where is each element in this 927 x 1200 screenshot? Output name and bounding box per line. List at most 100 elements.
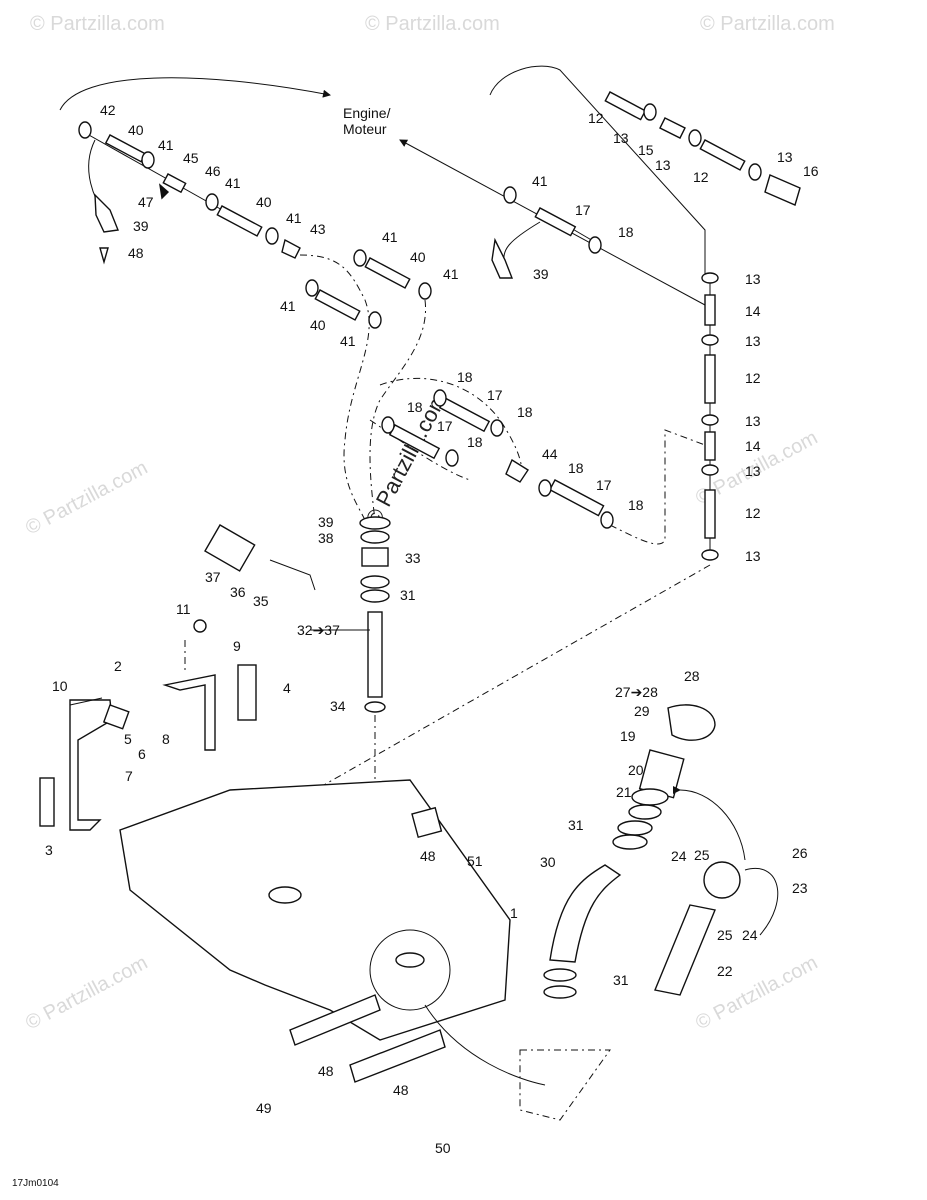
engine-label: Engine/ Moteur	[343, 105, 391, 137]
callout-c13d: 13	[745, 271, 761, 287]
callout-c8: 8	[162, 731, 170, 747]
callout-c29: 29	[634, 703, 650, 719]
callout-c2: 2	[114, 658, 122, 674]
callout-c41a: 41	[158, 137, 174, 153]
watermark-text: © Partzilla.com	[365, 13, 500, 35]
callout-c41c: 41	[286, 210, 302, 226]
callout-c50: 50	[435, 1140, 451, 1156]
callout-c20: 20	[628, 762, 644, 778]
callout-c17d: 17	[596, 477, 612, 493]
tank-pickup-port	[268, 886, 302, 904]
callout-c24a: 24	[671, 848, 687, 864]
callout-c41d: 41	[382, 229, 398, 245]
callout-c51: 51	[467, 853, 483, 869]
callout-c6: 6	[138, 746, 146, 762]
callout-c48b: 48	[420, 848, 436, 864]
callout-c36: 36	[230, 584, 246, 600]
callout-c13c: 13	[777, 149, 793, 165]
callout-c41f: 41	[280, 298, 296, 314]
fuel-pickup-assembly	[204, 516, 391, 713]
callout-c40b: 40	[256, 194, 272, 210]
callout-c39b: 39	[533, 266, 549, 282]
right-vent-line	[701, 272, 719, 561]
callout-c37a: 37	[205, 569, 221, 585]
callout-c22: 22	[717, 963, 733, 979]
callout-c16: 16	[803, 163, 819, 179]
callout-c24b: 24	[742, 927, 758, 943]
callout-c5: 5	[124, 731, 132, 747]
watermark-text: © Partzilla.com	[30, 13, 165, 35]
callout-c33: 33	[405, 550, 421, 566]
callout-c25b: 25	[717, 927, 733, 943]
callout-c13e: 13	[745, 333, 761, 349]
callout-c2728: 27➔28	[615, 684, 658, 700]
return-hose-line	[489, 65, 706, 280]
callout-c41b: 41	[225, 175, 241, 191]
callout-c13a: 13	[613, 130, 629, 146]
callout-c18a: 18	[618, 224, 634, 240]
callout-c23: 23	[792, 880, 808, 896]
callout-c40a: 40	[128, 122, 144, 138]
callout-c19: 19	[620, 728, 636, 744]
vent-route-d	[369, 419, 471, 481]
callout-c9: 9	[233, 638, 241, 654]
callout-c17a: 17	[575, 202, 591, 218]
left-vent-harness	[78, 121, 432, 329]
callout-c39c: 39	[318, 514, 334, 530]
callout-c11: 11	[176, 601, 191, 617]
callout-c40d: 40	[310, 317, 326, 333]
callout-c10: 10	[52, 678, 68, 694]
callout-c21: 21	[616, 784, 632, 800]
callout-c40c: 40	[410, 249, 426, 265]
detail-outline	[519, 1049, 611, 1121]
callout-c45: 45	[183, 150, 199, 166]
callout-c14a: 14	[745, 303, 761, 319]
top-right-vent	[491, 91, 801, 279]
callout-c17b: 17	[487, 387, 503, 403]
diagram-code: 17Jm0104	[12, 1178, 59, 1189]
tank-pads	[289, 806, 446, 1083]
callout-c35: 35	[253, 593, 269, 609]
callout-c12a: 12	[588, 110, 604, 126]
callout-c30: 30	[540, 854, 556, 870]
callout-c34: 34	[330, 698, 346, 714]
tank-fill-detail-circle	[369, 929, 451, 1011]
callout-c41g: 41	[340, 333, 356, 349]
vent-route-a	[299, 254, 370, 521]
watermark-text: © Partzilla.com	[22, 457, 151, 540]
callout-c31a: 31	[400, 587, 416, 603]
callout-c18b: 18	[457, 369, 473, 385]
callout-labels: 4240414546474140414339484140414140414117…	[45, 102, 819, 1156]
engine-label-line1: Engine/	[343, 105, 391, 121]
watermark-text: © Partzilla.com	[700, 13, 835, 35]
filler-assembly	[543, 704, 779, 999]
tank-brackets	[39, 619, 257, 831]
watermark-text: © Partzilla.com	[22, 952, 151, 1035]
callout-c48d: 48	[393, 1082, 409, 1098]
callout-c3: 3	[45, 842, 53, 858]
callout-c18c: 18	[517, 404, 533, 420]
callout-c18e: 18	[467, 434, 483, 450]
callout-c1: 1	[510, 905, 518, 921]
callout-c12d: 12	[745, 505, 761, 521]
callout-c15: 15	[638, 142, 654, 158]
callout-c12b: 12	[693, 169, 709, 185]
vent-route-e	[609, 429, 706, 545]
callout-c31b: 31	[568, 817, 584, 833]
tank-fill-port	[395, 952, 425, 968]
callout-c13f: 13	[745, 413, 761, 429]
callout-c46: 46	[205, 163, 221, 179]
callout-c13g: 13	[745, 463, 761, 479]
callout-c13b: 13	[655, 157, 671, 173]
detail-leader	[424, 1004, 546, 1086]
callout-c47: 47	[138, 194, 154, 210]
callout-c31c: 31	[613, 972, 629, 988]
callout-c13h: 13	[745, 548, 761, 564]
callout-c48a: 48	[128, 245, 144, 261]
callout-c18d: 18	[407, 399, 423, 415]
callout-c48c: 48	[318, 1063, 334, 1079]
engine-label-line2: Moteur	[343, 121, 387, 137]
callout-c17c: 17	[437, 418, 453, 434]
